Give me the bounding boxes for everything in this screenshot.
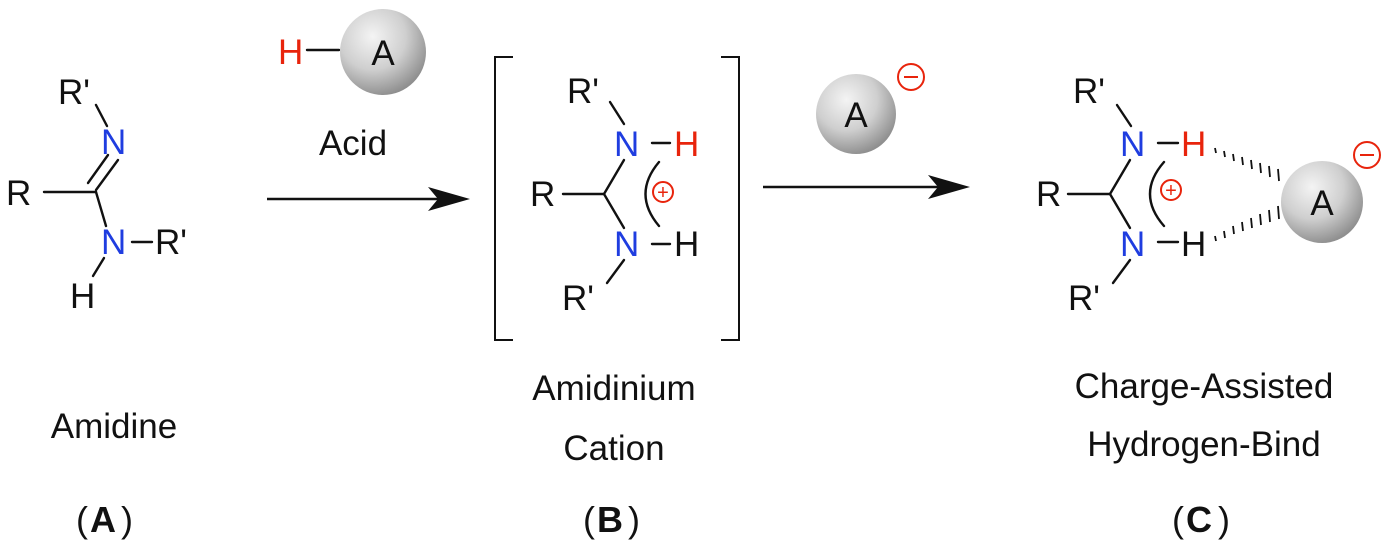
acid-a: A — [371, 34, 395, 73]
complex-a: A — [1310, 184, 1334, 223]
reaction-arrow-1 — [267, 187, 470, 211]
r-prime-bottom: R' — [562, 279, 594, 318]
label-b: ( B ) — [583, 499, 640, 540]
hydrogen: H — [70, 277, 95, 316]
caption-amidine: Amidine — [51, 407, 177, 446]
paren-close-a: ) — [121, 499, 133, 540]
caption-amidinium-line2: Cation — [563, 429, 664, 468]
amidine-structure: R' N R N R' H — [6, 73, 187, 316]
nitrogen-top: N — [101, 123, 126, 162]
r-prime-top: R' — [1073, 72, 1105, 111]
r-left: R — [6, 174, 31, 213]
reaction-arrow-2 — [763, 175, 970, 199]
paren-open-b: ( — [583, 499, 595, 540]
label-b-letter: B — [597, 499, 623, 540]
paren-open-c: ( — [1172, 499, 1184, 540]
hydrogen-bottom: H — [674, 225, 699, 264]
bond-c-nbottom — [602, 192, 626, 230]
nitrogen-top: N — [1120, 125, 1145, 164]
label-c: ( C ) — [1172, 499, 1230, 540]
positive-charge-sign: + — [657, 182, 669, 204]
nitrogen-bottom: N — [101, 223, 126, 262]
anion-sphere — [816, 74, 896, 154]
bond-c-nbottom — [1108, 192, 1132, 230]
hydrogen-bond-bottom — [1214, 205, 1280, 242]
bond-rtop-n — [94, 103, 109, 128]
anion-a: A — [844, 96, 868, 135]
acid-caption: Acid — [319, 124, 387, 163]
bond-c-n — [94, 190, 108, 228]
delocalization-arc — [644, 160, 661, 228]
amidinium-structure: + R' N H R N H R' — [530, 72, 699, 318]
caption-complex-line1: Charge-Assisted — [1075, 367, 1334, 406]
bond-n-h — [91, 256, 106, 278]
r-prime-top: R' — [567, 72, 599, 111]
r-prime-top: R' — [58, 73, 90, 112]
r-prime-right: R' — [155, 223, 187, 262]
r-prime-bottom: R' — [1068, 279, 1100, 318]
acid-sphere — [340, 9, 426, 95]
positive-charge-sign: + — [1165, 180, 1177, 202]
positive-charge-circle — [652, 181, 674, 203]
anion-sphere — [1281, 161, 1363, 243]
bond-rtop-n — [1115, 103, 1133, 128]
r-left: R — [1036, 175, 1061, 214]
paren-close-c: ) — [1218, 499, 1230, 540]
bond-c-ntop — [602, 158, 626, 196]
bond-n-rbottom — [605, 258, 626, 285]
negative-charge-circle — [1353, 141, 1381, 169]
double-bond-outer — [94, 158, 120, 192]
r-left: R — [530, 175, 555, 214]
label-a-letter: A — [90, 499, 116, 540]
complex-structure: + R' N H R N H R' A — [1036, 72, 1381, 318]
bond-rtop-n — [608, 100, 626, 126]
bracket-right — [721, 56, 740, 341]
bond-c-ntop — [1108, 158, 1132, 196]
nitrogen-bottom: N — [614, 225, 639, 264]
double-bond-inner — [86, 153, 110, 185]
caption-complex-line2: Hydrogen-Bind — [1087, 425, 1320, 464]
nitrogen-top: N — [614, 125, 639, 164]
hydrogen-bond-top — [1214, 147, 1280, 182]
paren-open-a: ( — [76, 499, 88, 540]
delocalization-arc — [1148, 160, 1166, 228]
positive-charge-circle — [1160, 179, 1182, 201]
bond-n-rbottom — [1111, 258, 1132, 285]
hydrogen-bottom: H — [1181, 225, 1206, 264]
label-a: ( A ) — [76, 499, 133, 540]
brackets — [494, 56, 740, 341]
bracket-left — [494, 56, 513, 341]
nitrogen-bottom: N — [1120, 225, 1145, 264]
caption-amidinium-line1: Amidinium — [532, 369, 695, 408]
label-c-letter: C — [1186, 499, 1212, 540]
negative-charge-circle — [897, 63, 925, 91]
anion-reagent: A — [816, 63, 925, 154]
hydrogen-acidic: H — [674, 125, 699, 164]
acid-hydrogen: H — [278, 33, 303, 72]
acid-reagent: H A Acid — [278, 9, 426, 163]
paren-close-b: ) — [628, 499, 640, 540]
hydrogen-acidic: H — [1181, 125, 1206, 164]
